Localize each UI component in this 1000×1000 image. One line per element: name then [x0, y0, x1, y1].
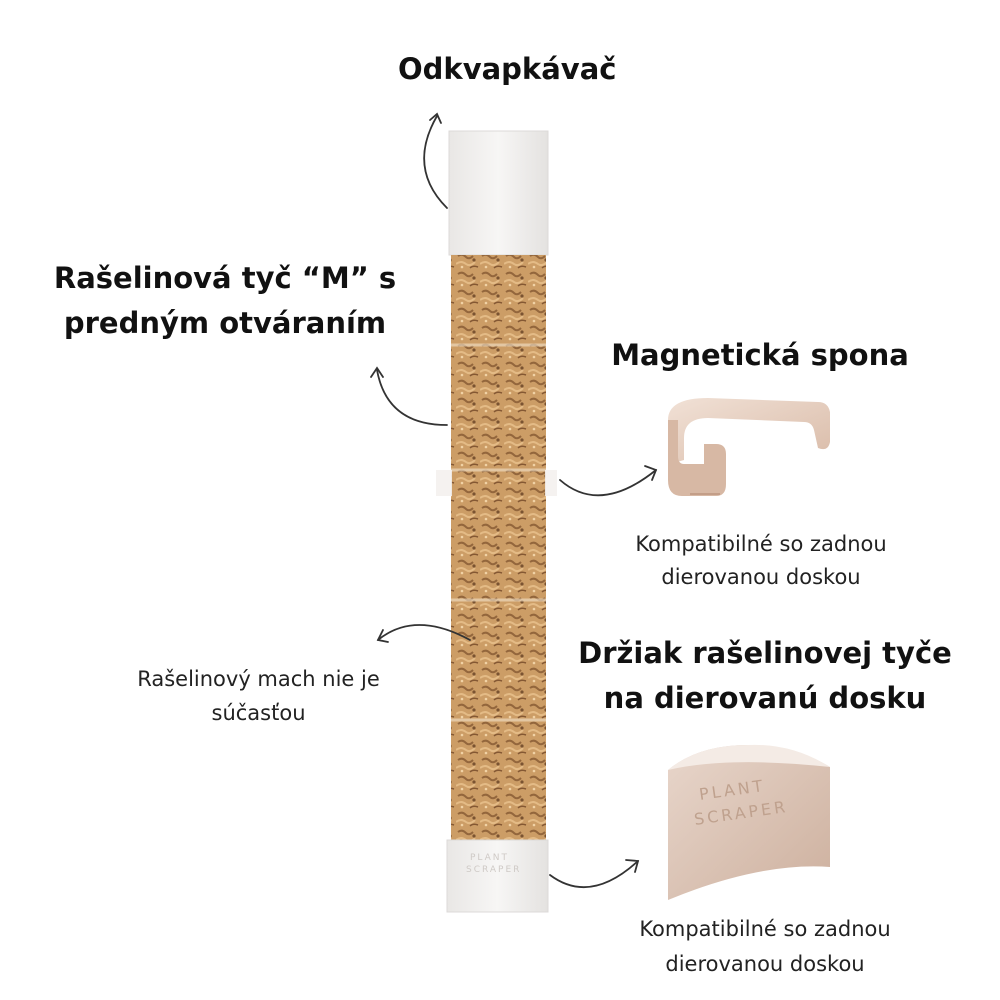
arrow-drip-cap	[423, 112, 448, 209]
holder-label-line2: na dierovanú dosku	[603, 681, 927, 715]
moss-note-line1: Rašelinový mach nie je	[137, 667, 380, 691]
rod-holder-illustration: PLANT SCRAPER	[668, 744, 830, 900]
holder-label-line1: Držiak rašelinovej tyče	[578, 636, 952, 670]
holder-note-line2: dierovanou doskou	[665, 952, 865, 976]
moss-note-line2: súčasťou	[211, 701, 306, 725]
drip-cap-label: Odkvapkávač	[398, 52, 617, 86]
rod-bottom-cap: PLANT SCRAPER	[446, 839, 549, 913]
magnetic-clip-label: Magnetická spona	[611, 338, 909, 372]
peat-rod-label-line1: Rašelinová tyč “M” s	[53, 261, 397, 295]
svg-text:PLANT: PLANT	[470, 853, 509, 863]
peat-rod-body	[436, 255, 557, 840]
arrow-peat-rod	[370, 366, 448, 426]
magnetic-clip-illustration	[668, 398, 830, 496]
arrow-magnetic-clip	[559, 465, 658, 497]
arrow-moss-note	[376, 624, 471, 643]
drip-cap-part	[448, 130, 549, 256]
clip-note-line1: Kompatibilné so zadnou	[635, 532, 887, 556]
clip-note-line2: dierovanou doskou	[661, 565, 861, 589]
svg-text:SCRAPER: SCRAPER	[466, 865, 521, 875]
peat-rod-label-line2: predným otváraním	[63, 306, 387, 340]
holder-note-line1: Kompatibilné so zadnou	[639, 917, 891, 941]
arrow-rod-holder	[549, 859, 640, 888]
